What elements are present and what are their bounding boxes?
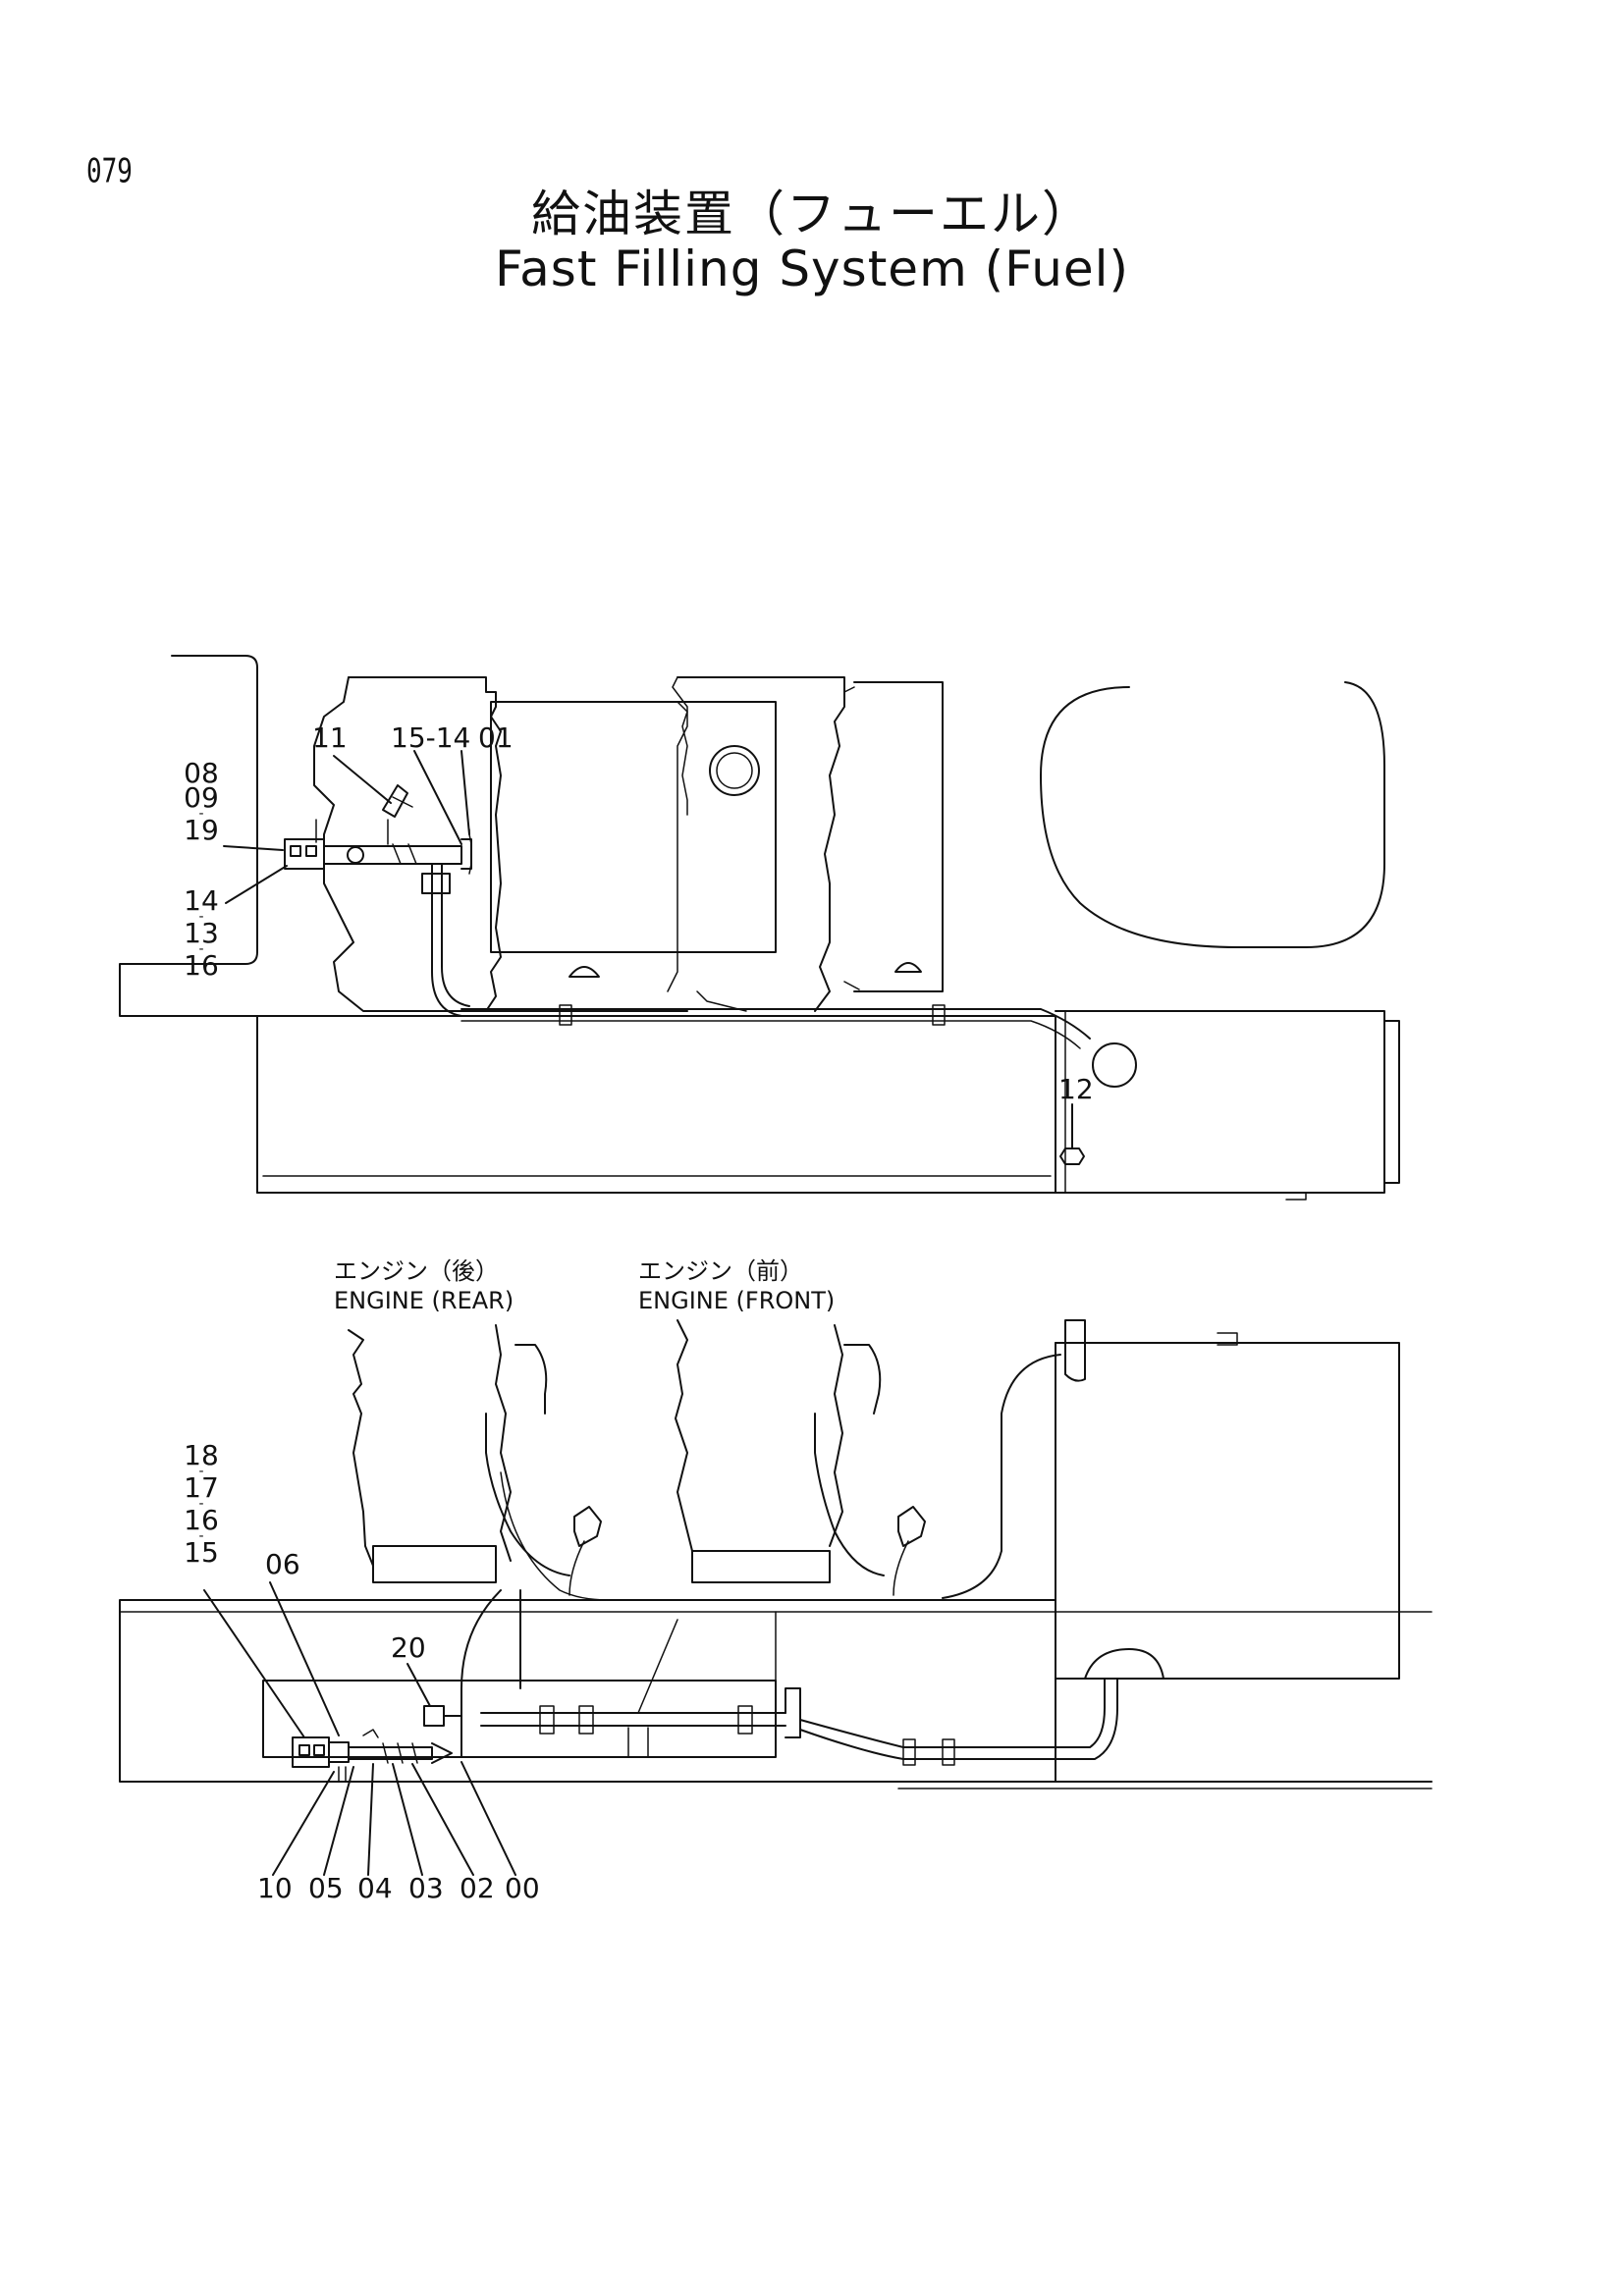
callout-12: 12 <box>1058 1073 1094 1105</box>
page-title-english: Fast Filling System (Fuel) <box>494 240 1130 297</box>
callout-stack-14-13-16: 14 - 13 - 16 <box>184 884 219 982</box>
engine-rear-label: エンジン（後） ENGINE (REAR) <box>334 1256 514 1315</box>
callout-05: 05 <box>308 1872 344 1904</box>
engine-front-label-english: ENGINE (FRONT) <box>638 1287 836 1314</box>
engine-rear-label-japanese: エンジン（後） <box>334 1257 499 1285</box>
callout-06: 06 <box>265 1548 300 1580</box>
engine-front-label: エンジン（前） ENGINE (FRONT) <box>638 1256 835 1315</box>
engine-front-label-japanese: エンジン（前） <box>638 1257 803 1285</box>
callout-row-bottom: 10 05 04 03 02 00 <box>257 1875 552 1906</box>
engine-rear-label-english: ENGINE (REAR) <box>334 1287 514 1314</box>
top-view <box>119 655 1400 1201</box>
page-title-japanese: 給油装置（フューエル） <box>531 186 1093 242</box>
callout-03: 03 <box>408 1872 444 1904</box>
callout-20: 20 <box>391 1631 426 1664</box>
page-number: 079 <box>86 152 133 191</box>
callout-00: 00 <box>505 1872 540 1904</box>
callout-01: 01 <box>478 721 514 754</box>
callout-02: 02 <box>460 1872 495 1904</box>
callout-15-14: 15-14 <box>391 721 471 754</box>
callout-stack-08-09-19: 08 09 - 19 <box>184 757 219 846</box>
side-view <box>119 1319 1433 1876</box>
callout-04: 04 <box>357 1872 393 1904</box>
callout-stack-18-17-16-15: 18 - 17 - 16 - 15 <box>184 1439 219 1569</box>
callout-10: 10 <box>257 1872 293 1904</box>
callout-11: 11 <box>312 721 348 754</box>
